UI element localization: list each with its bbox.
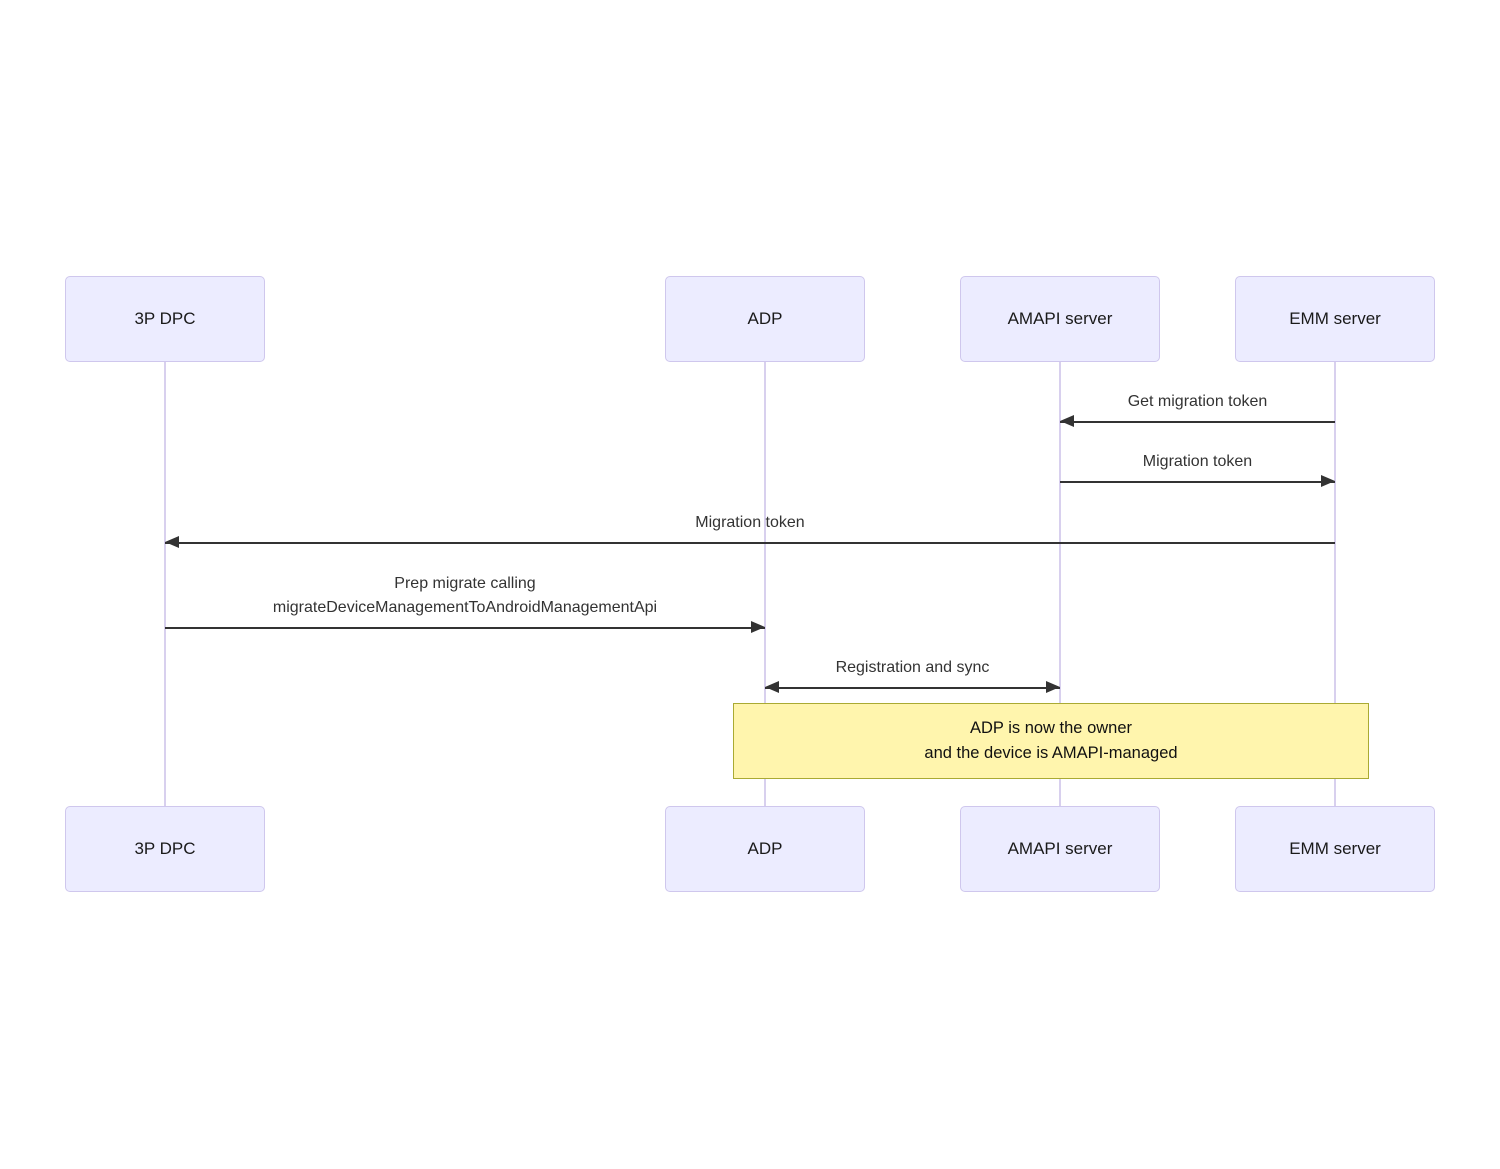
message-label-migration-token-to-emm: Migration token <box>1142 453 1253 470</box>
message-arrow-prep-migrate <box>165 621 765 633</box>
lifeline-emm-server <box>1334 362 1336 806</box>
lifeline-amapi-server <box>1059 362 1061 806</box>
actor-label: AMAPI server <box>1007 309 1113 328</box>
actor-label: 3P DPC <box>134 839 196 858</box>
actor-label: EMM server <box>1289 309 1381 328</box>
message-arrow-get-migration-token <box>1060 415 1335 427</box>
actor-label: EMM server <box>1289 839 1381 858</box>
note-adp-owner: ADP is now the owner and the device is A… <box>733 703 1369 779</box>
message-arrow-migration-token-to-emm <box>1060 475 1335 487</box>
actor-top-emm-server: EMM server <box>1235 276 1435 362</box>
actor-top-3p-dpc: 3P DPC <box>65 276 265 362</box>
message-label-get-migration-token: Get migration token <box>1127 393 1268 410</box>
actor-bottom-3p-dpc: 3P DPC <box>65 806 265 892</box>
message-label-migration-token-to-dpc: Migration token <box>695 514 805 531</box>
actor-bottom-amapi-server: AMAPI server <box>960 806 1160 892</box>
message-label-registration-and-sync: Registration and sync <box>835 659 990 676</box>
actor-label: ADP <box>747 309 783 328</box>
message-label-prep-migrate: Prep migrate calling migrateDeviceManage… <box>272 575 658 616</box>
lifeline-3p-dpc <box>164 362 166 806</box>
actor-top-amapi-server: AMAPI server <box>960 276 1160 362</box>
lifeline-adp <box>764 362 766 806</box>
actor-bottom-adp: ADP <box>665 806 865 892</box>
message-arrow-migration-token-to-dpc <box>165 536 1335 548</box>
actor-top-adp: ADP <box>665 276 865 362</box>
message-arrow-registration-and-sync <box>765 681 1060 693</box>
actor-label: 3P DPC <box>134 309 196 328</box>
actor-label: ADP <box>747 839 783 858</box>
actor-bottom-emm-server: EMM server <box>1235 806 1435 892</box>
actor-label: AMAPI server <box>1007 839 1113 858</box>
